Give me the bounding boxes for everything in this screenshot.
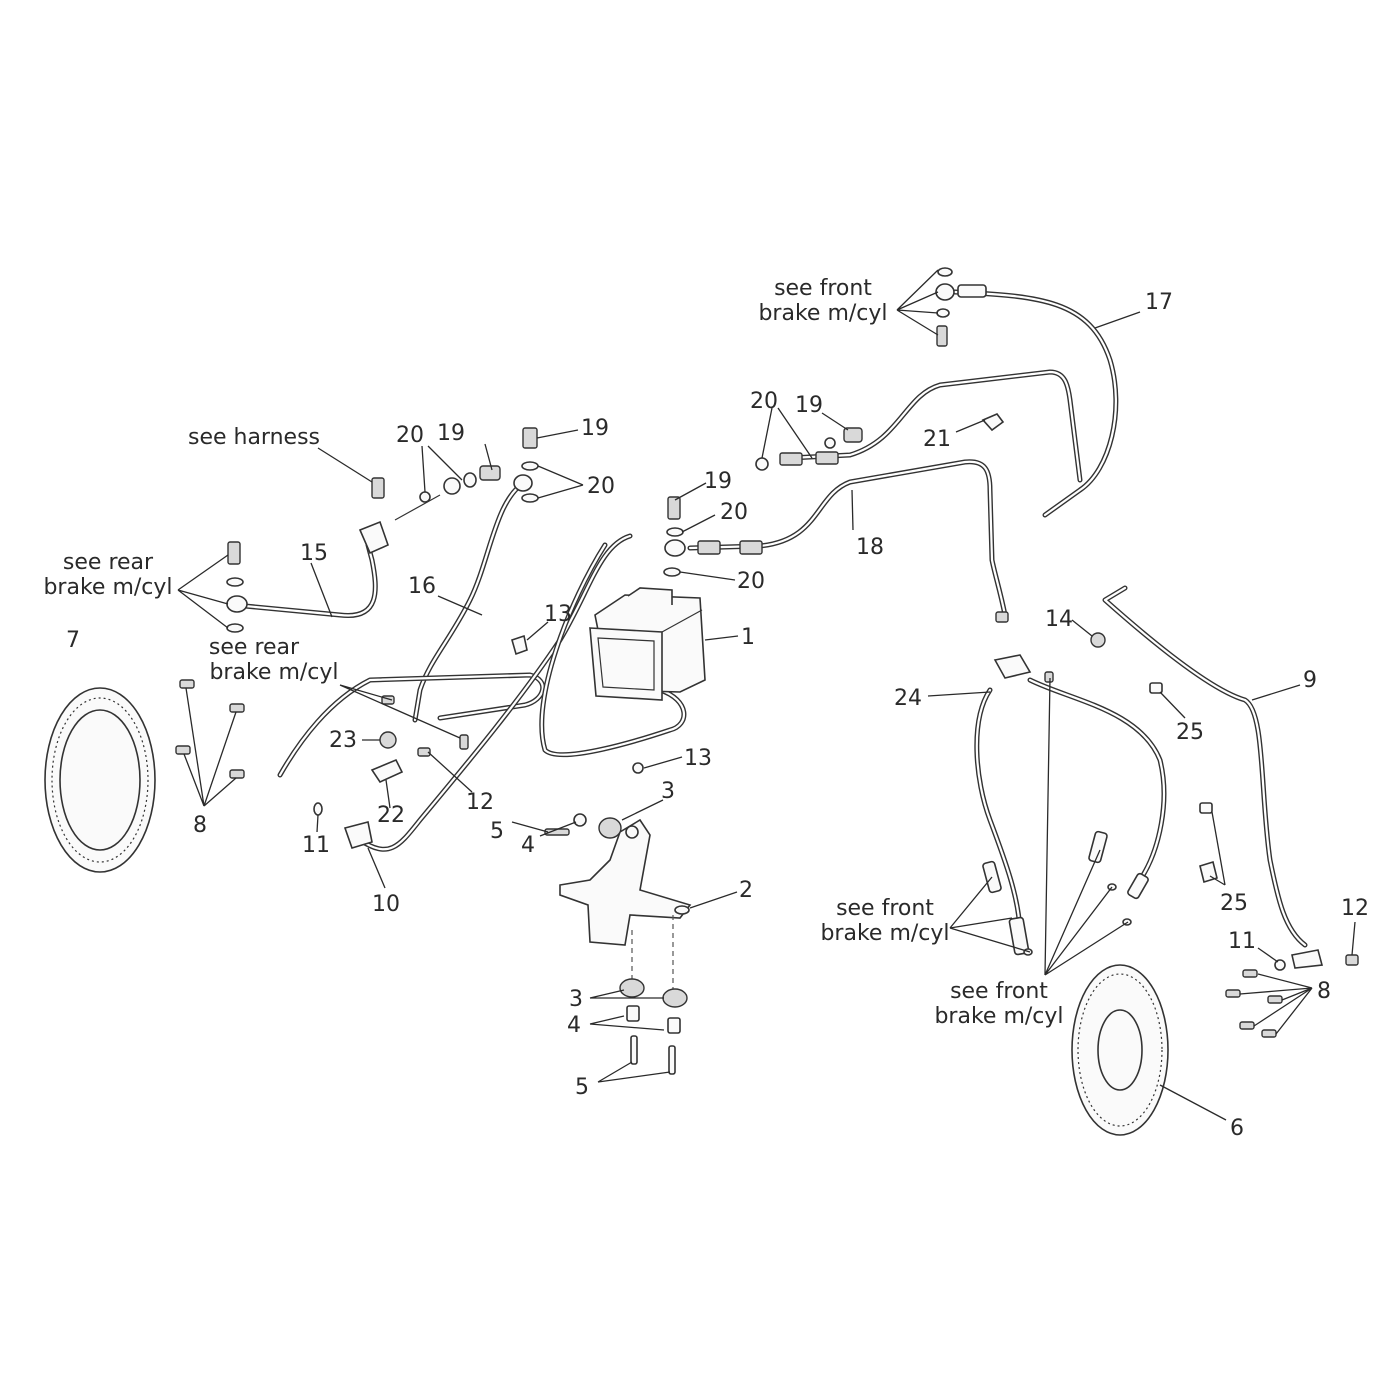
note-front-bot-line1: see front: [950, 979, 1048, 1004]
front-abs-tone-ring: [1071, 964, 1169, 1136]
callout-11: 11: [1228, 929, 1256, 954]
callout-19: 19: [704, 469, 732, 494]
hose-16: [412, 479, 528, 723]
callout-14: 14: [1045, 607, 1073, 632]
abs-loop-cable: [539, 542, 687, 758]
callout-6: 6: [1230, 1116, 1244, 1141]
callout-15: 15: [300, 541, 328, 566]
note-labels: see front brake m/cyl see harness see re…: [43, 276, 1063, 1029]
callout-8: 8: [193, 813, 207, 838]
callout-numbers: 1 2 3 3 4 4 5 5 6 7 8 8 9 10 11 11 12 12…: [66, 290, 1369, 1141]
note-front-top-line2: brake m/cyl: [758, 301, 887, 326]
callout-8: 8: [1317, 979, 1331, 1004]
abs-modulator: [589, 587, 706, 701]
rear-abs-tone-ring: [44, 687, 156, 873]
banjo-fitting-18: [663, 496, 1009, 623]
callout-1: 1: [741, 625, 755, 650]
callout-20: 20: [737, 569, 765, 594]
note-front-mid-line2: brake m/cyl: [820, 921, 949, 946]
callout-24: 24: [894, 686, 922, 711]
callout-13: 13: [544, 602, 572, 627]
callout-19: 19: [795, 393, 823, 418]
tone-ring-bolts-right: [1225, 969, 1283, 1038]
leader-lines: [177, 269, 1356, 1121]
mounting-bracket: [559, 818, 692, 990]
banjo-washers-top-front: [935, 267, 987, 347]
note-front-top-line1: see front: [774, 276, 872, 301]
callout-23: 23: [329, 728, 357, 753]
callout-4: 4: [567, 1013, 581, 1038]
callout-7: 7: [66, 628, 80, 653]
callout-13: 13: [684, 746, 712, 771]
hose-24b: [1027, 677, 1167, 883]
sensor-cable-10: [357, 533, 633, 852]
note-rear2-line1: see rear: [209, 635, 300, 660]
hose-15: [242, 542, 378, 619]
harness-connector: [358, 477, 389, 555]
pipe-front-upper: [787, 369, 1083, 483]
callout-22: 22: [377, 803, 405, 828]
note-front-bot-line2: brake m/cyl: [934, 1004, 1063, 1029]
note-harness: see harness: [188, 425, 320, 450]
callout-18: 18: [856, 535, 884, 560]
banjo-fitting-rear-top: [394, 427, 539, 521]
note-front-mid-line1: see front: [836, 896, 934, 921]
callout-25: 25: [1220, 891, 1248, 916]
callout-21: 21: [923, 427, 951, 452]
hose-rear-lower: [277, 672, 545, 778]
callout-5: 5: [575, 1075, 589, 1100]
callout-5: 5: [490, 819, 504, 844]
front-caliper-fittings: [982, 830, 1149, 956]
callout-20: 20: [720, 500, 748, 525]
callout-10: 10: [372, 892, 400, 917]
callout-19: 19: [581, 416, 609, 441]
tone-ring-bolts-left: [175, 679, 245, 779]
callout-17: 17: [1145, 290, 1173, 315]
hose-24: [974, 687, 1023, 938]
pipe-18: [687, 459, 1008, 618]
callout-20: 20: [750, 389, 778, 414]
small-parts-left: [313, 634, 644, 849]
note-rear1-line2: brake m/cyl: [43, 575, 172, 600]
callout-20: 20: [396, 423, 424, 448]
callout-19: 19: [437, 421, 465, 446]
callout-20: 20: [587, 474, 615, 499]
callout-12: 12: [466, 790, 494, 815]
pipe-9: [1102, 585, 1308, 948]
clip-21: [981, 413, 1005, 432]
small-parts-front-right: [993, 632, 1359, 971]
callout-12: 12: [1341, 896, 1369, 921]
callout-2: 2: [739, 878, 753, 903]
grommets-spacers-bolts: [544, 813, 688, 1075]
banjo-fitting-upper-front: [755, 427, 863, 471]
hose-17: [952, 289, 1119, 518]
callout-11: 11: [302, 833, 330, 858]
note-rear2-line2: brake m/cyl: [209, 660, 338, 685]
callout-4: 4: [521, 833, 535, 858]
callout-25: 25: [1176, 720, 1204, 745]
banjo-fitting-rear-left: [226, 541, 248, 633]
callout-9: 9: [1303, 668, 1317, 693]
note-rear1-line1: see rear: [63, 550, 154, 575]
callout-3: 3: [569, 987, 583, 1012]
callout-3: 3: [661, 779, 675, 804]
callout-16: 16: [408, 574, 436, 599]
